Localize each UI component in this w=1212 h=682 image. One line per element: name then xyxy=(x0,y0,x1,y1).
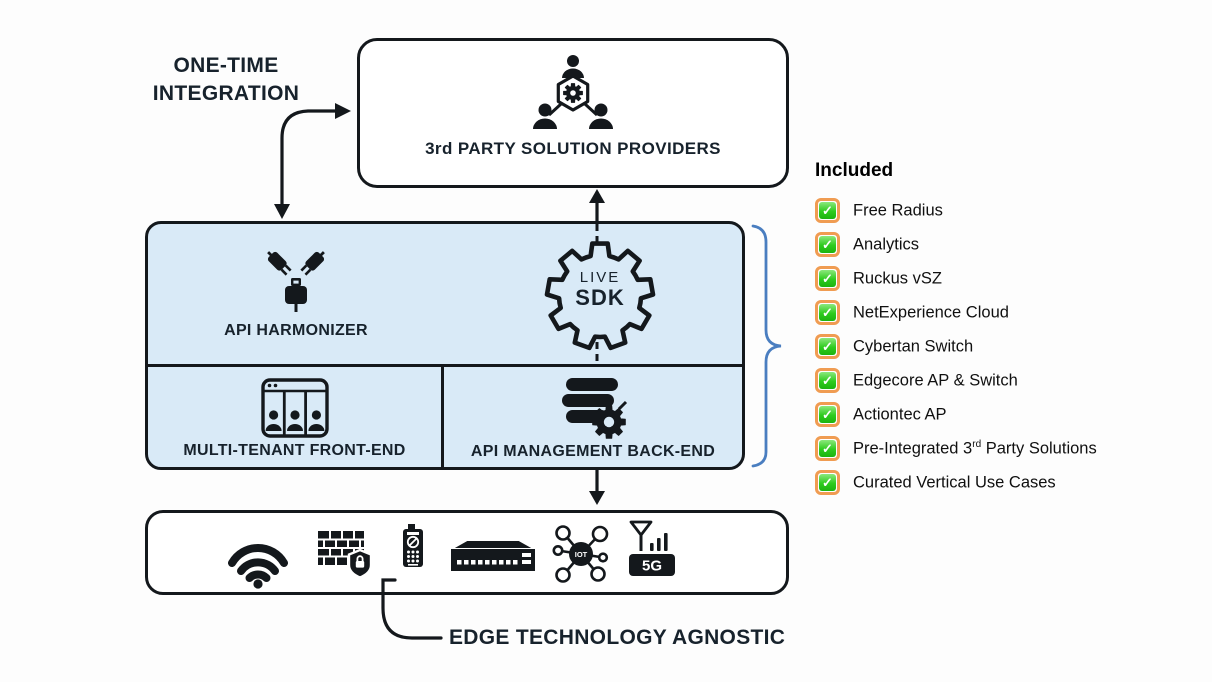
live-sdk-text: LIVE SDK xyxy=(575,269,625,310)
included-item-label: Actiontec AP xyxy=(853,405,947,424)
handheld-device-icon xyxy=(403,524,423,567)
checkbox-checked-icon xyxy=(815,368,840,393)
included-brace xyxy=(751,224,782,468)
checkbox-checked-icon xyxy=(815,334,840,359)
included-item: Actiontec AP xyxy=(815,402,1212,427)
included-item-label: Edgecore AP & Switch xyxy=(853,371,1018,390)
svg-text:5G: 5G xyxy=(642,558,662,575)
included-item: Free Radius xyxy=(815,198,1212,223)
third-party-providers-label: 3rd PARTY SOLUTION PROVIDERS xyxy=(425,139,721,158)
api-harmonizer-label: API HARMONIZER xyxy=(224,322,368,339)
team-around-gear-icon xyxy=(533,55,613,129)
edge-technology-box: IOT 5G xyxy=(145,510,789,595)
included-title: Included xyxy=(815,160,894,181)
api-management-back-end-section: API MANAGEMENT BACK-END xyxy=(444,367,742,470)
included-item-label: Curated Vertical Use Cases xyxy=(853,473,1056,492)
checkbox-checked-icon xyxy=(815,300,840,325)
included-panel: Included Free Radius Analytics Ruckus vS… xyxy=(815,160,1212,504)
api-harmonizer-section: API HARMONIZER xyxy=(148,224,444,364)
included-item: NetExperience Cloud xyxy=(815,300,1212,325)
one-time-integration-arrow xyxy=(274,103,351,219)
5g-antenna-icon: 5G xyxy=(629,520,675,576)
vertical-divider xyxy=(441,367,444,467)
included-item: Curated Vertical Use Cases xyxy=(815,470,1212,495)
checkbox-checked-icon xyxy=(815,470,840,495)
edge-technology-agnostic-label: EDGE TECHNOLOGY AGNOSTIC xyxy=(449,626,786,649)
firewall-lock-icon xyxy=(318,531,373,579)
api-management-back-end-label: API MANAGEMENT BACK-END xyxy=(470,443,716,460)
included-item-label: Analytics xyxy=(853,235,920,254)
checkbox-checked-icon xyxy=(815,436,840,461)
included-item: Analytics xyxy=(815,232,1212,257)
included-item: Ruckus vSZ xyxy=(815,266,1212,291)
browser-tenants-icon xyxy=(260,378,329,438)
svg-text:IOT: IOT xyxy=(575,550,588,559)
database-gear-icon xyxy=(562,378,628,439)
checkbox-checked-icon xyxy=(815,266,840,291)
sdk-gear-icon xyxy=(544,241,656,351)
included-item-label: Cybertan Switch xyxy=(853,337,974,356)
middle-to-top-arrow xyxy=(589,189,605,221)
checkbox-checked-icon xyxy=(815,402,840,427)
included-item-label: Ruckus vSZ xyxy=(853,269,942,288)
platform-box: API HARMONIZER LIVE SDK xyxy=(145,221,745,470)
wifi-icon xyxy=(228,543,288,589)
live-sdk-gear: LIVE SDK xyxy=(542,238,658,354)
included-item: Pre-Integrated 3rd Party Solutions xyxy=(815,436,1212,461)
iot-hub-icon: IOT xyxy=(552,525,609,583)
middle-to-bottom-arrow xyxy=(589,470,605,505)
multi-tenant-front-end-label: MULTI-TENANT FRONT-END xyxy=(183,442,406,459)
plugs-connector-icon xyxy=(267,251,325,312)
one-time-integration-label: ONE-TIME INTEGRATION xyxy=(152,54,300,105)
checkbox-checked-icon xyxy=(815,198,840,223)
included-item: Cybertan Switch xyxy=(815,334,1212,359)
checkbox-checked-icon xyxy=(815,232,840,257)
third-party-providers-box: 3rd PARTY SOLUTION PROVIDERS xyxy=(357,38,789,188)
included-item-label: NetExperience Cloud xyxy=(853,303,1009,322)
horizontal-divider xyxy=(147,364,743,367)
network-switch-icon xyxy=(447,539,539,571)
included-item-label: Pre-Integrated 3rd Party Solutions xyxy=(853,438,1097,458)
included-item-label: Free Radius xyxy=(853,201,943,220)
multi-tenant-front-end-section: MULTI-TENANT FRONT-END xyxy=(148,367,441,470)
included-item: Edgecore AP & Switch xyxy=(815,368,1212,393)
